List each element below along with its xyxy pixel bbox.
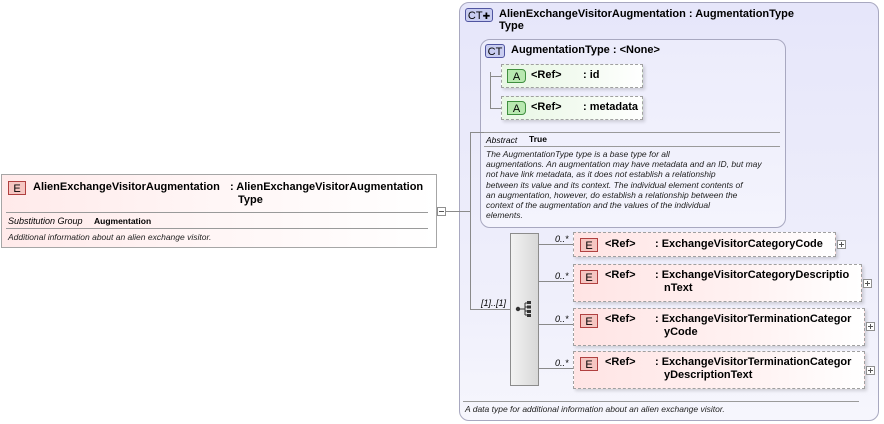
attribute-name: : id — [583, 69, 600, 81]
child-multiplicity: 0..* — [555, 234, 569, 244]
child-element-exchange-visitor-category-description-text[interactable] — [573, 264, 862, 302]
element-documentation: Additional information about an alien ex… — [8, 232, 212, 242]
complex-type-divider — [463, 401, 859, 402]
child-element-exchange-visitor-category-code[interactable] — [573, 232, 836, 257]
attribute-badge: A — [507, 69, 526, 83]
attribute-ref: <Ref> — [531, 69, 562, 81]
child-name-line2: nText — [664, 282, 693, 294]
child-name: : ExchangeVisitorTerminationCategor — [655, 356, 852, 368]
element-badge: E — [580, 314, 598, 328]
doc-line: augmentations. An augmentation may have … — [486, 159, 762, 170]
expand-button[interactable] — [863, 279, 872, 288]
bracket-bottom — [470, 309, 510, 310]
child-ref: <Ref> — [605, 356, 636, 368]
complex-type-badge: CT✚ — [465, 8, 493, 22]
doc-line: The AugmentationType type is a base type… — [486, 149, 670, 159]
attribute-badge: A — [507, 101, 526, 115]
root-element-card[interactable]: E AlienExchangeVisitorAugmentation : Ali… — [1, 174, 437, 248]
doc-line: between its value and its context. The i… — [486, 179, 743, 190]
child-element-exchange-visitor-termination-category-code[interactable] — [573, 308, 865, 346]
child-name: : ExchangeVisitorTerminationCategor — [655, 313, 852, 325]
doc-line: an augmentation, however, do establish a… — [486, 189, 738, 200]
base-type-divider-1 — [484, 132, 780, 133]
bracket-vertical — [470, 132, 471, 310]
element-type-line2: Type — [238, 194, 263, 206]
child-connector — [539, 244, 573, 245]
element-type-line1: : AlienExchangeVisitorAugmentation — [230, 181, 424, 193]
child-multiplicity: 0..* — [555, 271, 569, 281]
child-name-line2: yCode — [664, 326, 698, 338]
attribute-branch-2 — [490, 108, 502, 109]
expand-button[interactable] — [837, 240, 846, 249]
base-type-badge: CT — [485, 44, 505, 58]
complex-type-name: AlienExchangeVisitorAugmentation : Augme… — [499, 8, 794, 20]
collapse-toggle[interactable] — [437, 207, 446, 216]
complex-type-name-line2: Type — [499, 20, 524, 32]
element-divider-2 — [6, 228, 428, 229]
attribute-tree-line — [490, 72, 491, 109]
child-ref: <Ref> — [605, 238, 636, 250]
bracket-top — [470, 132, 484, 133]
sequence-multiplicity: [1]..[1] — [481, 298, 507, 308]
doc-line: elements. — [486, 210, 523, 221]
doc-line: not have link metadata, as it does not e… — [486, 169, 716, 180]
child-ref: <Ref> — [605, 313, 636, 325]
doc-line: context of the augmentation and the valu… — [486, 200, 710, 211]
child-multiplicity: 0..* — [555, 358, 569, 368]
element-divider-1 — [6, 212, 428, 213]
child-ref: <Ref> — [605, 269, 636, 281]
connector-line — [446, 211, 460, 212]
child-connector — [539, 324, 573, 325]
child-connector — [539, 368, 573, 369]
element-badge: E — [580, 238, 598, 252]
substitution-group-value: Augmentation — [94, 216, 152, 226]
child-multiplicity: 0..* — [555, 314, 569, 324]
element-badge: E — [8, 181, 26, 195]
base-type-divider-2 — [484, 146, 780, 147]
element-badge: E — [580, 270, 598, 284]
expand-button[interactable] — [866, 322, 875, 331]
child-name: : ExchangeVisitorCategoryDescriptio — [655, 269, 850, 281]
child-name: : ExchangeVisitorCategoryCode — [655, 238, 823, 250]
child-connector — [539, 281, 573, 282]
substitution-group-label: Substitution Group — [8, 216, 83, 226]
element-badge: E — [580, 357, 598, 371]
bracket-entry — [459, 211, 471, 212]
abstract-value: True — [529, 134, 547, 144]
base-type-name: AugmentationType : <None> — [511, 44, 660, 56]
child-element-exchange-visitor-termination-category-description-text[interactable] — [573, 351, 865, 389]
expand-button[interactable] — [866, 366, 875, 375]
attribute-metadata[interactable] — [501, 96, 643, 120]
abstract-label: Abstract — [486, 135, 518, 145]
expand-icon: ✚ — [482, 11, 491, 21]
complex-type-documentation: A data type for additional information a… — [465, 404, 725, 414]
element-name: AlienExchangeVisitorAugmentation — [33, 181, 220, 193]
sequence-icon — [515, 301, 531, 317]
attribute-ref: <Ref> — [531, 101, 562, 113]
base-type-documentation: The AugmentationType type is a base type… — [486, 149, 782, 220]
child-name-line2: yDescriptionText — [664, 369, 753, 381]
attribute-name: : metadata — [583, 101, 639, 113]
attribute-branch-1 — [490, 76, 502, 77]
